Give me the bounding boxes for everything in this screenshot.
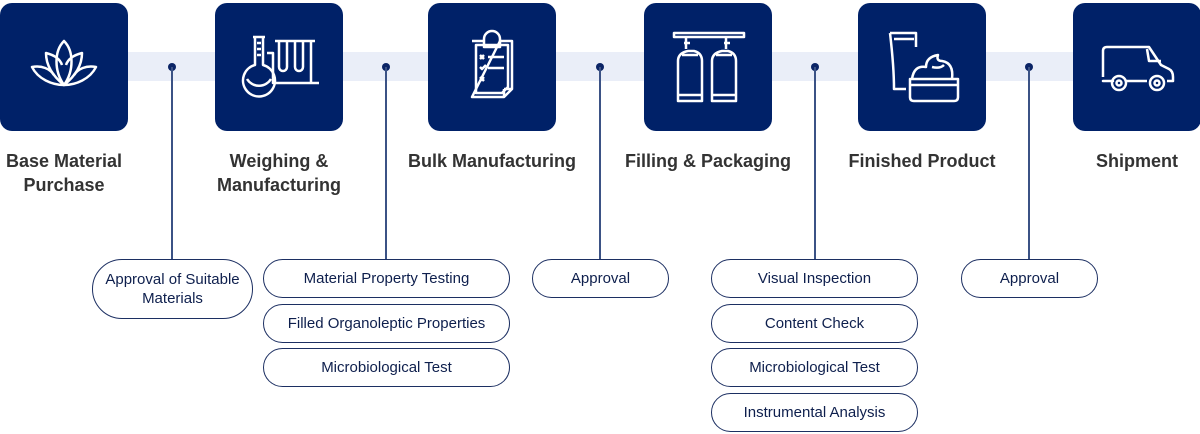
checkpoint-line [385,67,387,260]
checkpoint-item: Approval of Suitable Materials [92,259,253,319]
cosmetic-cream-icon [888,31,960,103]
clipboard-checklist-icon [470,29,514,99]
step-title: Finished Product [848,151,996,171]
checkpoint-item: Approval [532,259,669,298]
checkpoint-item: Visual Inspection [711,259,918,298]
checkpoint-line [814,67,816,260]
lotus-icon [30,39,98,87]
checkpoint-item: Material Property Testing [263,259,510,298]
checkpoint-line [1028,67,1030,260]
step-title: Base Material Purchase [5,151,123,195]
step-filling-packaging: Filling & Packaging [625,3,791,171]
checkpoint-line [171,67,173,260]
checkpoint-line [599,67,601,260]
step-title: Bulk Manufacturing [407,151,576,171]
lab-flask-icon [241,35,319,98]
step-title: Filling & Packaging [624,151,792,171]
checkpoint-item: Filled Organoleptic Properties [263,304,510,343]
step-icon-box [0,3,128,131]
step-finished-product: Finished Product [848,3,996,171]
checkpoint-item: Microbiological Test [711,348,918,387]
step-base-material-purchase: Base Material Purchase [0,3,128,195]
bottle-filling-icon [672,31,746,103]
step-icon-box [1073,3,1200,131]
checkpoint-item: Approval [961,259,1098,298]
checkpoint-item: Content Check [711,304,918,343]
checkpoint-item: Instrumental Analysis [711,393,918,432]
step-weighing-manufacturing: Weighing & Manufacturing [215,3,343,195]
step-title: Weighing & Manufacturing [217,151,341,195]
delivery-van-icon [1101,45,1175,92]
step-title: Shipment [1095,151,1178,171]
step-icon-box [858,3,986,131]
checkpoint-item: Microbiological Test [263,348,510,387]
step-icon-box [428,3,556,131]
step-icon-box [644,3,772,131]
step-shipment: Shipment [1073,3,1200,171]
step-icon-box [215,3,343,131]
step-bulk-manufacturing: Bulk Manufacturing [408,3,576,171]
